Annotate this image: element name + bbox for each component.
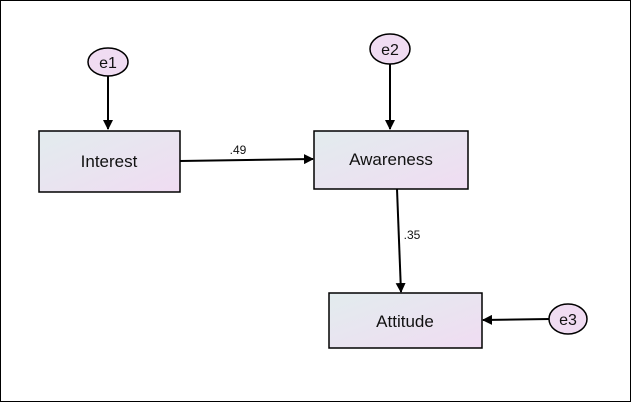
box-attitude-label: Attitude bbox=[376, 312, 434, 331]
error-e3 bbox=[548, 303, 588, 335]
error-e1-label: e1 bbox=[99, 55, 117, 72]
error-e3-label: e3 bbox=[559, 312, 577, 329]
arrow-awareness-to-attitude bbox=[395, 188, 406, 293]
error-e2 bbox=[369, 33, 411, 65]
box-interest-label: Interest bbox=[81, 152, 138, 171]
arrow-interest-to-awareness bbox=[179, 154, 314, 165]
error-e1 bbox=[87, 47, 129, 77]
arrow-e3-to-attitude bbox=[482, 314, 551, 325]
box-interest bbox=[38, 130, 181, 193]
coef-awareness-attitude: .35 bbox=[404, 228, 421, 242]
error-e2-label: e2 bbox=[381, 42, 399, 59]
coef-interest-awareness: .49 bbox=[230, 143, 247, 157]
box-attitude bbox=[328, 292, 483, 349]
box-awareness-label: Awareness bbox=[349, 150, 433, 169]
box-awareness bbox=[313, 130, 469, 190]
